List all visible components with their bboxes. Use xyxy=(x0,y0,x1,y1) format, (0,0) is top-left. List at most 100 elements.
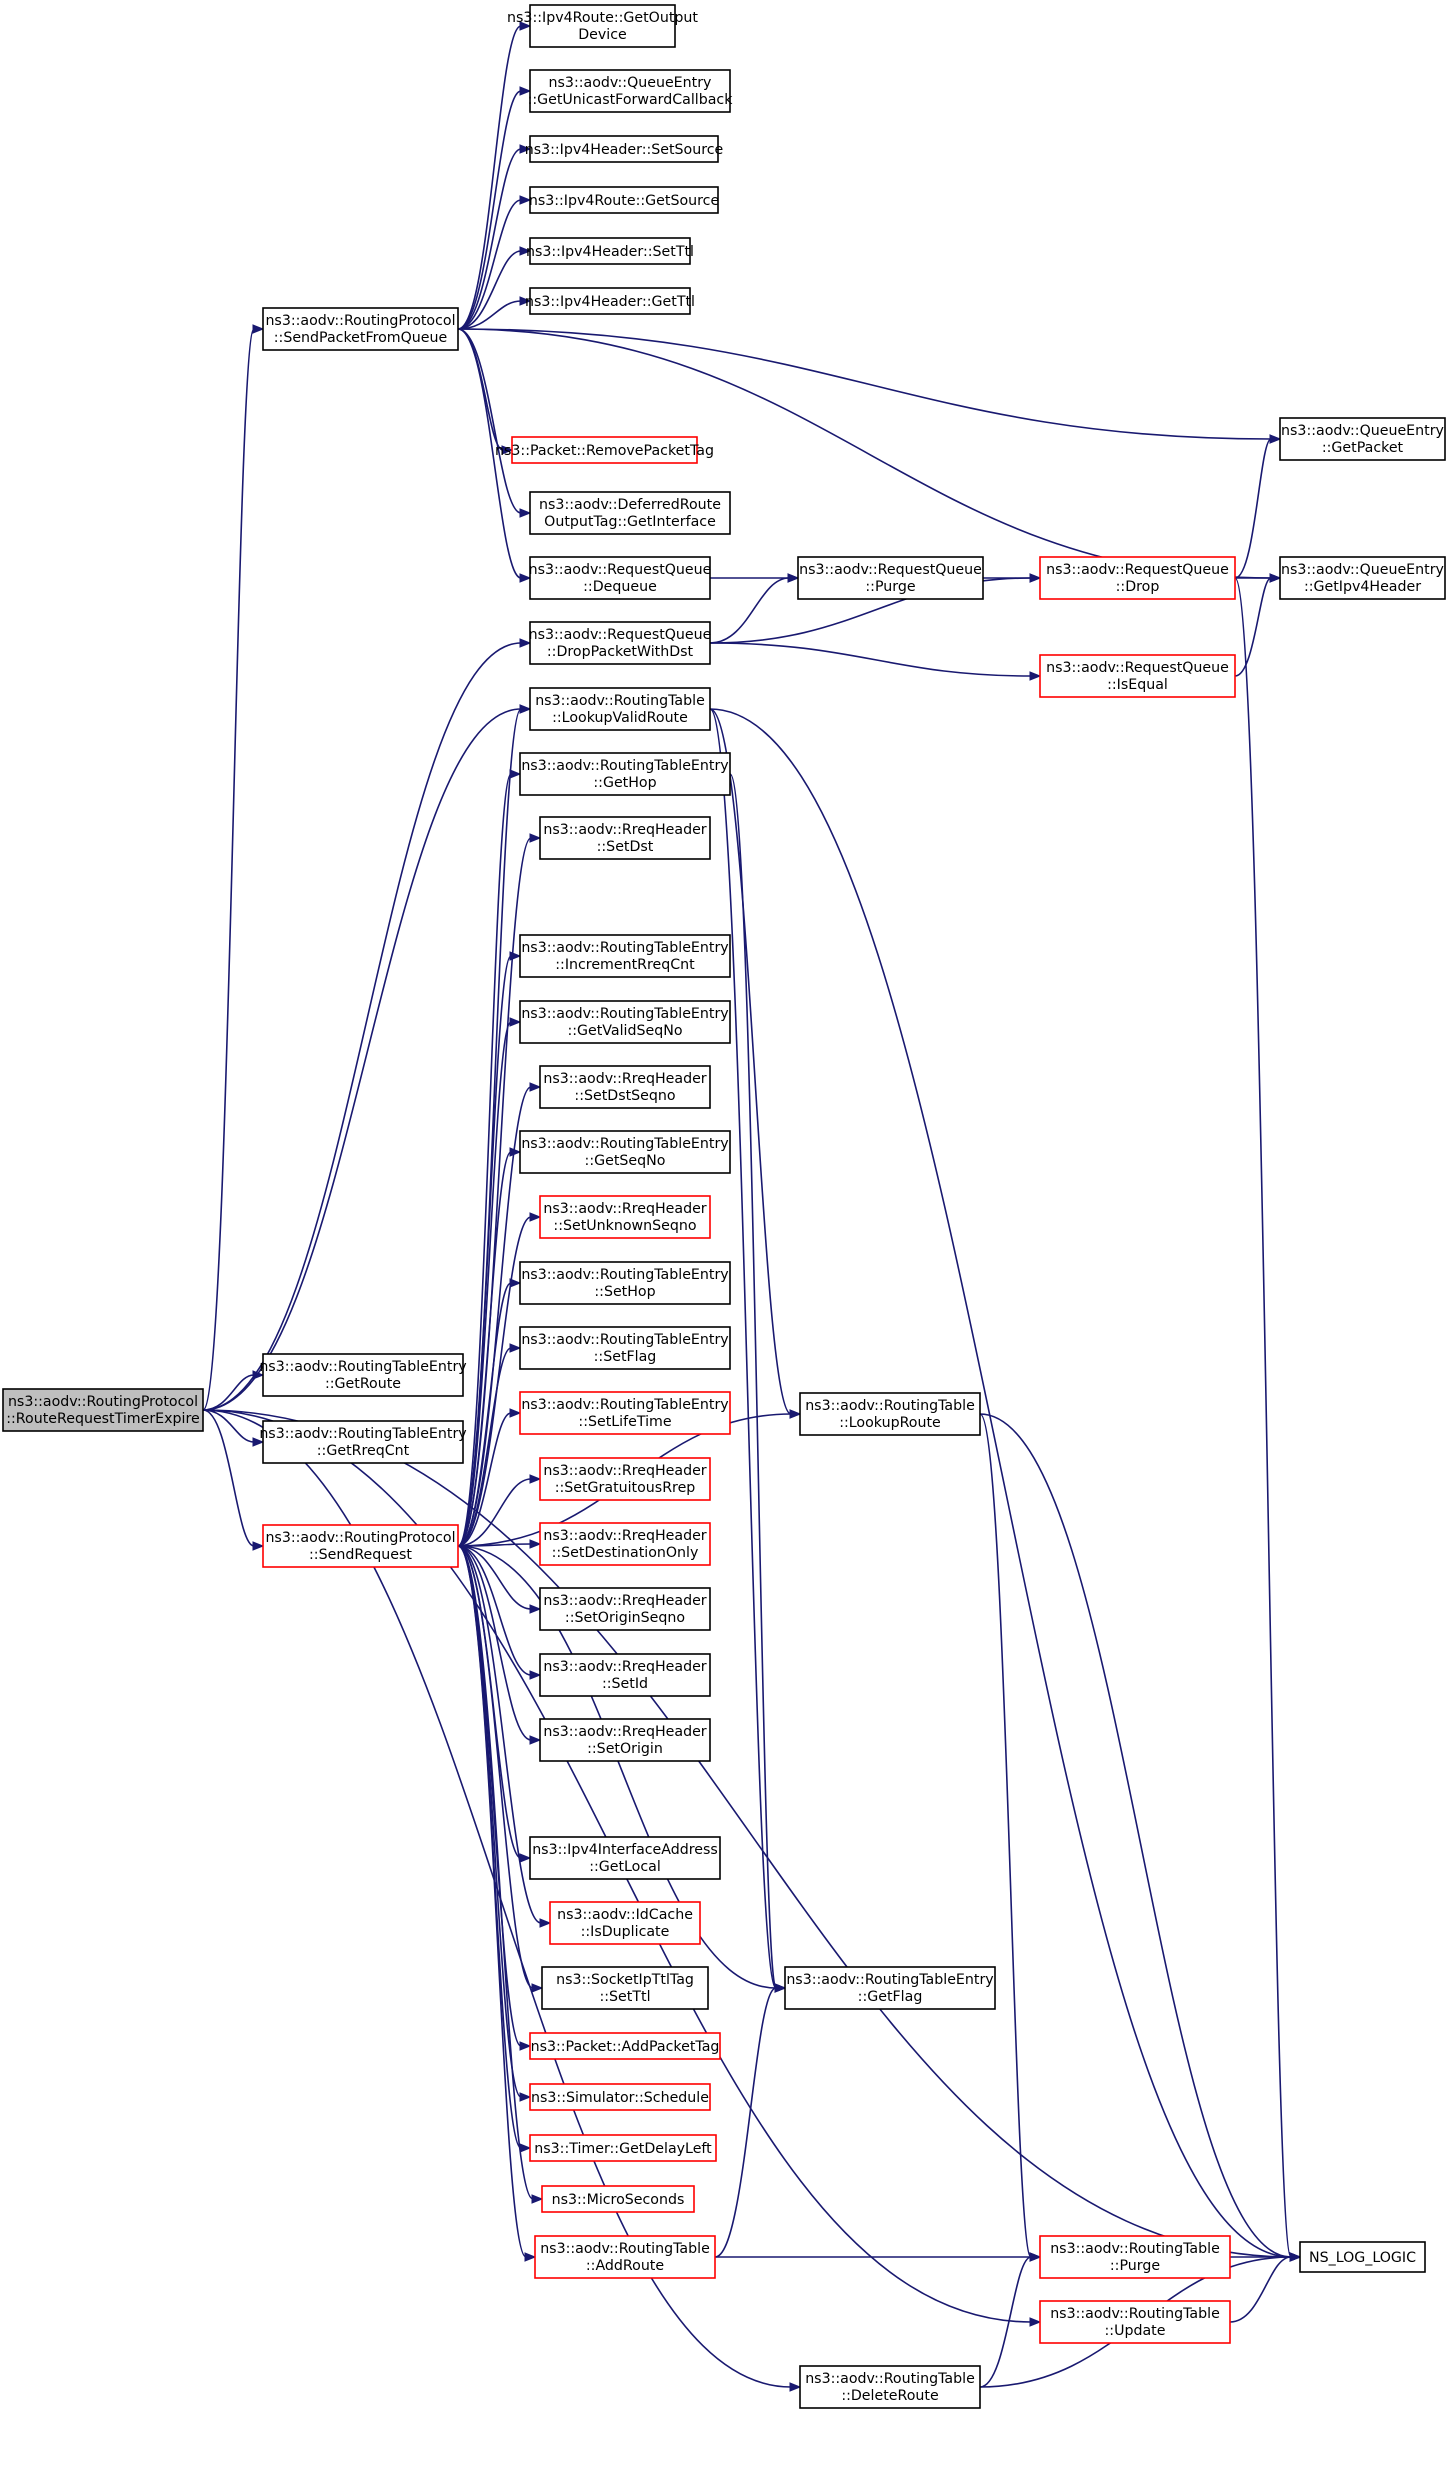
node-slt[interactable]: ns3::aodv::RoutingTableEntry::SetLifeTim… xyxy=(519,1391,731,1435)
edge-arrowhead xyxy=(519,1853,532,1863)
svg-text:ns3::aodv::RreqHeader: ns3::aodv::RreqHeader xyxy=(543,822,706,838)
node-gipv4h[interactable]: ns3::aodv::QueueEntry::GetIpv4Header xyxy=(1279,556,1446,600)
svg-text:OutputTag::GetInterface: OutputTag::GetInterface xyxy=(544,514,716,530)
edge-sreq-ghop xyxy=(457,769,522,1547)
node-grc[interactable]: ns3::aodv::RoutingTableEntry::GetRreqCnt xyxy=(259,1420,467,1464)
svg-text:::GetFlag: ::GetFlag xyxy=(858,1989,923,2005)
node-gflag[interactable]: ns3::aodv::RoutingTableEntry::GetFlag xyxy=(784,1966,996,2010)
edge-addr-gflag xyxy=(714,1983,787,2258)
svg-text:::LookupValidRoute: ::LookupValidRoute xyxy=(552,710,688,726)
svg-text:ns3::aodv::RreqHeader: ns3::aodv::RreqHeader xyxy=(543,1071,706,1087)
svg-text:::GetIpv4Header: ::GetIpv4Header xyxy=(1304,579,1421,595)
edge-arrowhead xyxy=(787,573,800,583)
svg-text:::DropPacketWithDst: ::DropPacketWithDst xyxy=(547,644,694,660)
edge-arrowhead xyxy=(252,1541,265,1551)
node-ssrc[interactable]: ns3::Ipv4Header::SetSource xyxy=(525,135,724,163)
node-gpkt[interactable]: ns3::aodv::QueueEntry::GetPacket xyxy=(1279,417,1446,461)
node-dpwd[interactable]: ns3::aodv::RequestQueue::DropPacketWithD… xyxy=(529,621,712,665)
node-drop[interactable]: ns3::aodv::RequestQueue::Drop xyxy=(1039,556,1236,600)
svg-text:ns3::aodv::RreqHeader: ns3::aodv::RreqHeader xyxy=(543,1593,706,1609)
node-addr[interactable]: ns3::aodv::RoutingTable::AddRoute xyxy=(534,2235,716,2279)
edge-lvr-lr xyxy=(709,708,802,1419)
edge-sreq-sosn xyxy=(457,1545,542,1614)
node-spfq[interactable]: ns3::aodv::RoutingProtocol::SendPacketFr… xyxy=(262,307,459,351)
edge-spfq-deq xyxy=(457,328,532,583)
node-update[interactable]: ns3::aodv::RoutingTable::Update xyxy=(1039,2300,1231,2344)
svg-text:::DeleteRoute: ::DeleteRoute xyxy=(841,2388,938,2404)
node-sched[interactable]: ns3::Simulator::Schedule xyxy=(529,2083,711,2111)
edge-arrowhead xyxy=(539,1918,552,1928)
edge-arrowhead xyxy=(509,769,522,779)
node-sosn[interactable]: ns3::aodv::RreqHeader::SetOriginSeqno xyxy=(539,1587,711,1631)
edge-lvr-nslog xyxy=(709,708,1302,2262)
edge-arrowhead xyxy=(529,1539,542,1549)
svg-text:::GetRoute: ::GetRoute xyxy=(325,1376,401,1392)
edge-delr-rtpurge xyxy=(979,2252,1042,2388)
svg-text:ns3::Ipv4InterfaceAddress: ns3::Ipv4InterfaceAddress xyxy=(532,1842,718,1858)
edge-sreq-micro xyxy=(457,1545,544,2204)
edge-arrowhead xyxy=(509,1408,522,1418)
svg-text:::AddRoute: ::AddRoute xyxy=(586,2258,664,2274)
node-gufc[interactable]: ns3::aodv::QueueEntry::GetUnicastForward… xyxy=(528,69,734,113)
edge-arrowhead xyxy=(1029,2317,1042,2327)
svg-text:ns3::aodv::RoutingTableEntry: ns3::aodv::RoutingTableEntry xyxy=(521,1006,728,1022)
node-deq[interactable]: ns3::aodv::RequestQueue::Dequeue xyxy=(529,556,712,600)
node-glocal[interactable]: ns3::Ipv4InterfaceAddress::GetLocal xyxy=(529,1836,721,1880)
node-apt[interactable]: ns3::Packet::AddPacketTag xyxy=(529,2032,721,2060)
node-sttl[interactable]: ns3::Ipv4Header::SetTtl xyxy=(526,237,694,265)
node-lr[interactable]: ns3::aodv::RoutingTable::LookupRoute xyxy=(799,1392,981,1436)
node-isdup[interactable]: ns3::aodv::IdCache::IsDuplicate xyxy=(549,1901,701,1945)
edge-ghop-gflag xyxy=(729,773,787,1993)
svg-text:ns3::Timer::GetDelayLeft: ns3::Timer::GetDelayLeft xyxy=(534,2141,712,2157)
node-sid[interactable]: ns3::aodv::RreqHeader::SetId xyxy=(539,1653,711,1697)
node-dro[interactable]: ns3::aodv::DeferredRouteOutputTag::GetIn… xyxy=(529,491,731,535)
edge-arrowhead xyxy=(1289,2252,1302,2262)
node-gro[interactable]: ns3::aodv::RoutingTableEntry::GetRoute xyxy=(259,1353,467,1397)
edges-layer xyxy=(202,21,1302,2392)
edge-arrowhead xyxy=(529,1082,542,1092)
node-sflag[interactable]: ns3::aodv::RoutingTableEntry::SetFlag xyxy=(519,1326,731,1370)
node-rtpurge[interactable]: ns3::aodv::RoutingTable::Purge xyxy=(1039,2235,1231,2279)
node-susn[interactable]: ns3::aodv::RreqHeader::SetUnknownSeqno xyxy=(539,1195,711,1239)
node-sorig[interactable]: ns3::aodv::RreqHeader::SetOrigin xyxy=(539,1718,711,1762)
svg-text:::GetLocal: ::GetLocal xyxy=(589,1859,661,1875)
node-sdsn[interactable]: ns3::aodv::RreqHeader::SetDstSeqno xyxy=(539,1065,711,1109)
edge-spfq-sttl xyxy=(457,246,532,330)
edge-sreq-sipttl xyxy=(457,1545,544,1993)
edge-arrowhead xyxy=(524,2252,537,2262)
node-nslog[interactable]: NS_LOG_LOGIC xyxy=(1299,2241,1426,2273)
node-rrte[interactable]: ns3::aodv::RoutingProtocol::RouteRequest… xyxy=(2,1388,204,1432)
node-gttl[interactable]: ns3::Ipv4Header::GetTtl xyxy=(525,287,695,315)
svg-text:ns3::aodv::RoutingTableEntry: ns3::aodv::RoutingTableEntry xyxy=(259,1359,466,1375)
svg-text:ns3::aodv::QueueEntry: ns3::aodv::QueueEntry xyxy=(1281,423,1444,439)
svg-text:ns3::aodv::RoutingTableEntry: ns3::aodv::RoutingTableEntry xyxy=(521,1332,728,1348)
node-sdo[interactable]: ns3::aodv::RreqHeader::SetDestinationOnl… xyxy=(539,1522,711,1566)
svg-text:::SendPacketFromQueue: ::SendPacketFromQueue xyxy=(274,330,447,346)
node-tgdl[interactable]: ns3::Timer::GetDelayLeft xyxy=(529,2134,717,2162)
node-purge[interactable]: ns3::aodv::RequestQueue::Purge xyxy=(797,556,984,600)
edge-arrowhead xyxy=(519,638,532,648)
node-irc[interactable]: ns3::aodv::RoutingTableEntry::IncrementR… xyxy=(519,934,731,978)
node-rpt[interactable]: ns3::Packet::RemovePacketTag xyxy=(495,436,714,464)
node-gvsn[interactable]: ns3::aodv::RoutingTableEntry::GetValidSe… xyxy=(519,1000,731,1044)
node-sreq[interactable]: ns3::aodv::RoutingProtocol::SendRequest xyxy=(262,1524,459,1568)
node-shop[interactable]: ns3::aodv::RoutingTableEntry::SetHop xyxy=(519,1261,731,1305)
node-gsn[interactable]: ns3::aodv::RoutingTableEntry::GetSeqNo xyxy=(519,1130,731,1174)
node-iseq[interactable]: ns3::aodv::RequestQueue::IsEqual xyxy=(1039,654,1236,698)
node-micro[interactable]: ns3::MicroSeconds xyxy=(541,2185,695,2213)
node-gsrc[interactable]: ns3::Ipv4Route::GetSource xyxy=(529,186,719,214)
node-sdst[interactable]: ns3::aodv::RreqHeader::SetDst xyxy=(539,816,711,860)
node-sgr[interactable]: ns3::aodv::RreqHeader::SetGratuitousRrep xyxy=(539,1457,711,1501)
svg-text:ns3::aodv::RoutingProtocol: ns3::aodv::RoutingProtocol xyxy=(265,313,455,329)
node-delr[interactable]: ns3::aodv::RoutingTable::DeleteRoute xyxy=(799,2365,981,2409)
edge-arrowhead xyxy=(529,1474,542,1484)
edge-arrowhead xyxy=(519,296,532,306)
edge-arrowhead xyxy=(509,1147,522,1157)
node-sipttl[interactable]: ns3::SocketIpTtlTag::SetTtl xyxy=(541,1966,709,2010)
svg-text:::GetValidSeqNo: ::GetValidSeqNo xyxy=(567,1023,682,1039)
node-lvr[interactable]: ns3::aodv::RoutingTable::LookupValidRout… xyxy=(529,687,711,731)
svg-text:::GetHop: ::GetHop xyxy=(593,775,656,791)
svg-text:::IsDuplicate: ::IsDuplicate xyxy=(581,1924,670,1940)
node-ghop[interactable]: ns3::aodv::RoutingTableEntry::GetHop xyxy=(519,752,731,796)
